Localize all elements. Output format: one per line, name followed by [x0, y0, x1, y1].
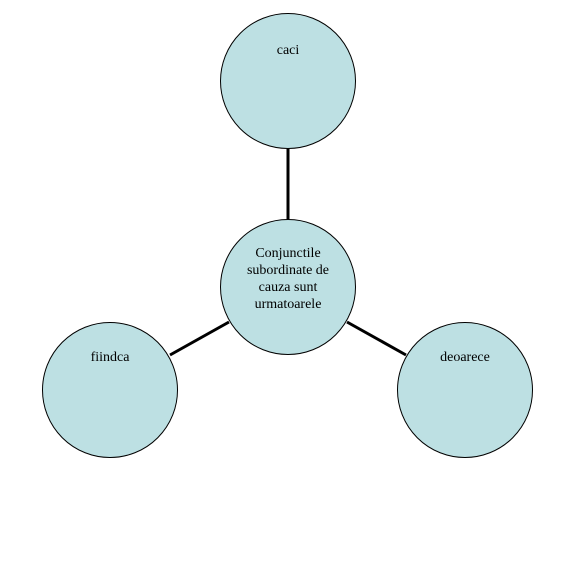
node-deoarece: deoarece — [397, 322, 533, 458]
node-fiindca-label: fiindca — [90, 350, 130, 365]
node-caci-label: caci — [276, 43, 300, 58]
node-deoarece-label: deoarece — [440, 350, 490, 365]
node-fiindca: fiindca — [42, 322, 178, 458]
node-center: Conjunctile subordinate de cauza sunt ur… — [220, 219, 356, 355]
node-center-label: Conjunctile subordinate de cauza sunt ur… — [246, 246, 330, 312]
connector-center-left — [169, 320, 230, 357]
connector-center-right — [346, 320, 407, 357]
node-caci: caci — [220, 13, 356, 149]
